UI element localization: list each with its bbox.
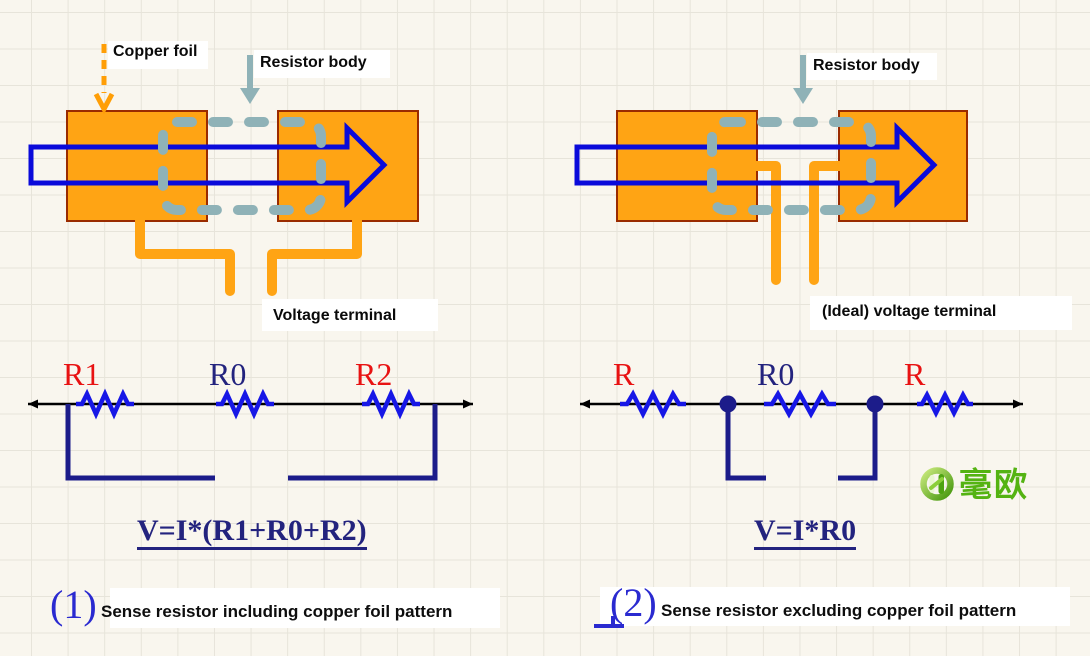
resistor-body-outline	[158, 117, 326, 215]
ideal-voltage-terminal-trace-right	[809, 161, 845, 285]
copper-foil-pad-right	[838, 110, 968, 222]
equation-left: V=I*(R1+R0+R2)	[137, 516, 367, 550]
junction-dot	[719, 395, 737, 413]
voltage-terminal-trace-left	[135, 215, 235, 296]
resistor-zigzag-r0	[764, 389, 836, 419]
logo-bar-right	[938, 474, 944, 494]
label-patch	[807, 53, 937, 80]
resistor-label-r-left: R	[613, 356, 635, 392]
resistor-body-label-right: Resistor body	[813, 57, 920, 74]
logo-ring	[920, 467, 954, 501]
kelvin-tap-right	[838, 404, 878, 481]
ideal-voltage-terminal-trace-left	[751, 161, 781, 285]
wire-end-tick	[463, 399, 473, 409]
resistor-body-arrowhead-icon	[240, 88, 260, 104]
resistor-label-r1: R1	[63, 356, 101, 392]
voltage-terminal-trace-right	[267, 215, 362, 296]
stray-tick-mark	[611, 616, 615, 628]
voltage-tap-right	[288, 404, 438, 481]
voltage-terminal-label: Voltage terminal	[273, 307, 397, 324]
resistor-label-r-right: R	[904, 356, 926, 392]
milliohm-logo-icon	[920, 467, 954, 501]
voltage-tap-left	[65, 404, 215, 481]
wire-end-tick	[580, 399, 590, 409]
resistor-zigzag-r2	[362, 388, 420, 420]
resistor-zigzag-r1	[76, 388, 134, 420]
label-patch	[600, 587, 1070, 626]
resistor-label-r0-right: R0	[757, 356, 795, 392]
resistor-label-r0-left: R0	[209, 356, 247, 392]
wire-end-tick	[1013, 399, 1023, 409]
wire-end-tick	[28, 399, 38, 409]
resistor-zigzag-r-right	[917, 389, 973, 419]
current-arrow	[28, 121, 388, 209]
left-schematic	[28, 388, 473, 481]
stray-underscore-mark	[594, 624, 624, 628]
left-assembly-diagram	[28, 44, 419, 296]
caption-number-2: (2)	[610, 580, 657, 625]
label-patch	[110, 588, 500, 628]
label-patch	[262, 299, 438, 331]
resistor-body-outline	[707, 117, 876, 215]
caption-text-2: Sense resistor excluding copper foil pat…	[661, 601, 1017, 620]
caption-number-1: (1)	[50, 582, 97, 627]
resistor-zigzag-r-left	[620, 388, 686, 420]
label-patch	[810, 296, 1072, 330]
milliohm-logo-text: 毫欧	[959, 466, 1029, 503]
right-assembly-diagram	[574, 55, 968, 285]
resistor-zigzag-r0	[216, 388, 274, 420]
kelvin-tap-left	[725, 404, 766, 481]
label-patch	[254, 50, 390, 78]
junction-dot	[866, 395, 884, 413]
resistor-body-label-left: Resistor body	[260, 54, 367, 71]
ideal-voltage-terminal-label: (Ideal) voltage terminal	[822, 303, 997, 320]
resistor-label-r2: R2	[355, 356, 393, 392]
caption-text-1: Sense resistor including copper foil pat…	[101, 602, 453, 621]
copper-foil-pad-left	[616, 110, 758, 222]
label-patch	[108, 41, 208, 69]
copper-foil-pad-left	[66, 110, 208, 222]
right-schematic	[580, 388, 1023, 481]
logo-bar-cross	[929, 477, 944, 490]
current-arrow	[574, 121, 938, 209]
copper-foil-label: Copper foil	[113, 43, 198, 60]
copper-foil-arrowhead-icon	[93, 92, 115, 115]
resistor-body-arrowhead-icon	[793, 88, 813, 104]
equation-right: V=I*R0	[754, 516, 857, 550]
